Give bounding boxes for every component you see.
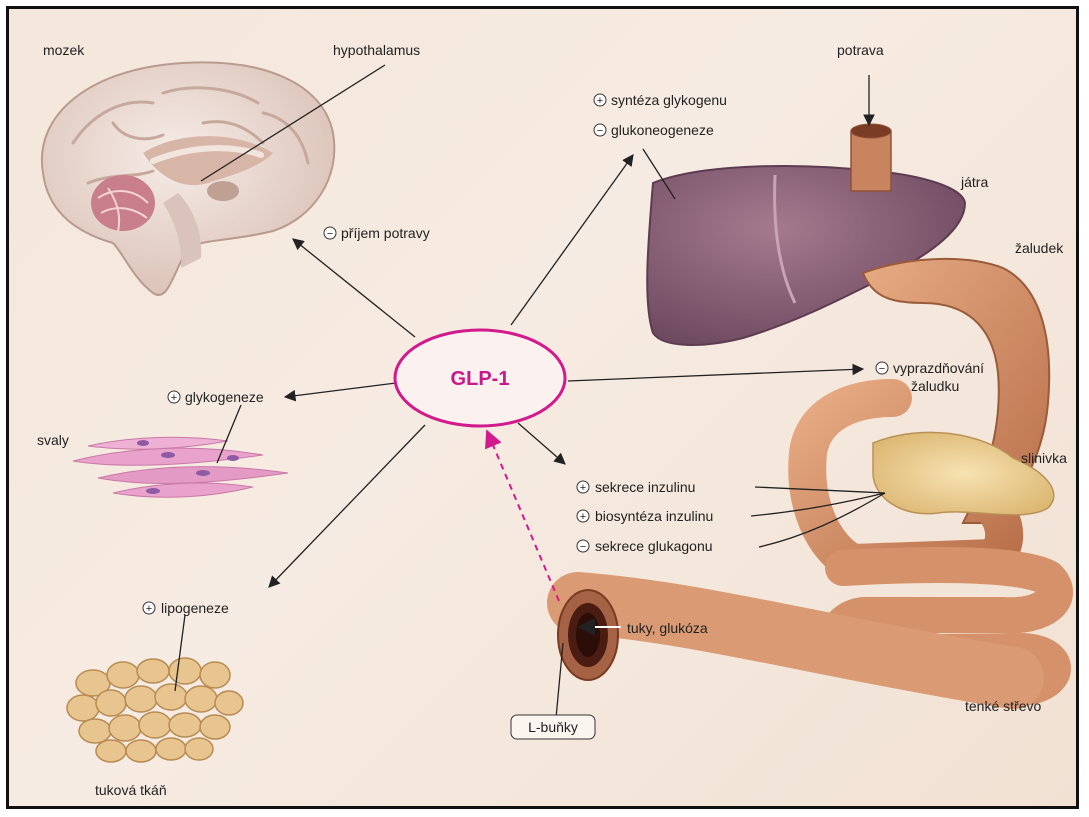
label-slinivka: slinivka bbox=[1021, 450, 1067, 466]
plus-sign: + bbox=[580, 511, 586, 523]
label-tenke-strevo: tenké střevo bbox=[965, 698, 1041, 714]
plus-sign: + bbox=[597, 95, 603, 107]
label-mozek: mozek bbox=[43, 42, 85, 58]
label-zaludek: žaludek bbox=[1015, 240, 1064, 256]
label-lipogeneze: lipogeneze bbox=[161, 600, 229, 616]
brain-illustration bbox=[42, 62, 334, 295]
label-l-bunky: L-buňky bbox=[528, 719, 578, 735]
label-glukoneogeneze: glukoneogeneze bbox=[611, 122, 714, 138]
minus-sign: − bbox=[327, 228, 333, 240]
minus-sign: − bbox=[580, 541, 586, 553]
label-tukova-tkan: tuková tkáň bbox=[95, 782, 167, 798]
label-hypothalamus: hypothalamus bbox=[333, 42, 420, 58]
plus-sign: + bbox=[171, 392, 177, 404]
glp1-label: GLP-1 bbox=[451, 368, 510, 390]
diagram-frame: GLP-1 − + − − + + + − + mozek hypothalam… bbox=[6, 6, 1079, 809]
plus-sign: + bbox=[580, 482, 586, 494]
label-vyprazdnovani: vyprazdňování bbox=[893, 360, 984, 376]
label-tuky-glukoza: tuky, glukóza bbox=[627, 620, 708, 636]
label-zaludku: žaludku bbox=[911, 378, 959, 394]
minus-sign: − bbox=[597, 125, 603, 137]
fat-tissue-illustration bbox=[67, 658, 243, 762]
label-glykogeneze: glykogeneze bbox=[185, 389, 264, 405]
label-svaly: svaly bbox=[37, 432, 69, 448]
label-biosynteza-inzulinu: biosyntéza inzulinu bbox=[595, 508, 713, 524]
secretion-arrow bbox=[487, 431, 559, 601]
plus-sign: + bbox=[146, 603, 152, 615]
liver-illustration bbox=[647, 166, 965, 345]
label-sekrece-inzulinu: sekrece inzulinu bbox=[595, 479, 695, 495]
minus-sign: − bbox=[879, 363, 885, 375]
glp1-diagram: GLP-1 − + − − + + + − + mozek hypothalam… bbox=[9, 9, 1076, 806]
label-jatra: játra bbox=[960, 174, 988, 190]
label-prijem-potravy: příjem potravy bbox=[341, 225, 430, 241]
label-potrava: potrava bbox=[837, 42, 884, 58]
muscle-illustration bbox=[73, 437, 288, 497]
label-synteza-glykogenu: syntéza glykogenu bbox=[611, 92, 727, 108]
arrows bbox=[269, 75, 869, 627]
label-sekrece-glukagonu: sekrece glukagonu bbox=[595, 538, 713, 554]
